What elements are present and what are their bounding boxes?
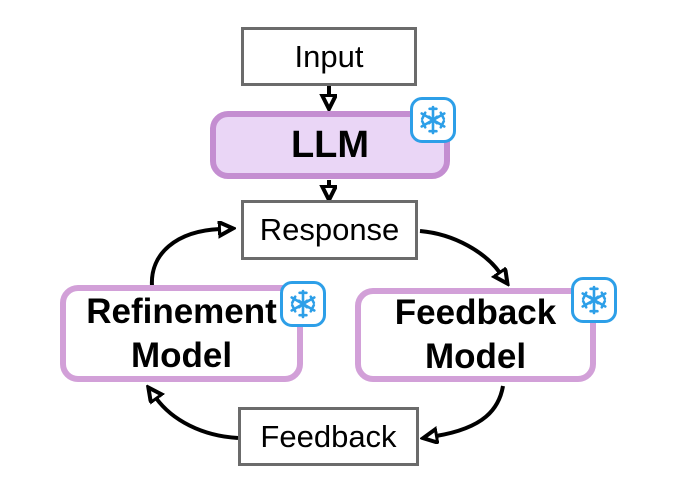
snowflake-icon [410, 97, 456, 143]
input-node: Input [241, 27, 417, 86]
feedback-model-node: Feedback Model [355, 288, 596, 382]
response-node-label: Response [259, 212, 400, 247]
feedback-node-label: Feedback [260, 418, 397, 454]
refinement-model-node: Refinement Model [60, 285, 303, 382]
arrow-feedback-to-refinement-model [156, 398, 239, 440]
snowflake-icon [280, 281, 326, 327]
response-node: Response [241, 200, 418, 260]
llm-node-label: LLM [290, 123, 370, 166]
feedback-node: Feedback [238, 407, 419, 466]
llm-node: LLM [210, 111, 450, 179]
snowflake-icon [571, 277, 617, 323]
arrow-response-to-feedback-model [419, 229, 500, 273]
feedback-model-label-line1: Feedback [394, 293, 557, 332]
refinement-model-label-line1: Refinement [86, 291, 277, 331]
arrow-refinement-model-to-response [149, 229, 220, 287]
arrow-feedback-model-to-feedback [436, 385, 505, 436]
input-node-label: Input [294, 38, 364, 74]
refinement-model-label-line2: Model [130, 335, 233, 375]
feedback-model-label-line2: Model [424, 337, 527, 376]
